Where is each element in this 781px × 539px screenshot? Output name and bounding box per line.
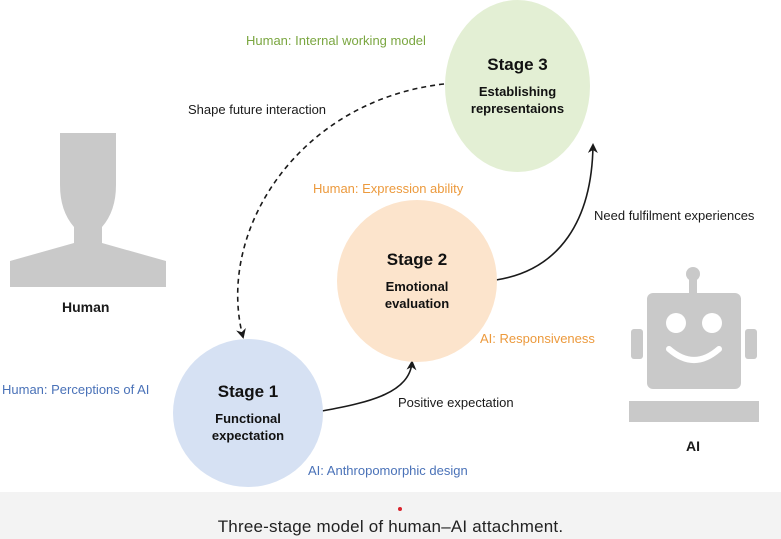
human-label: Human xyxy=(62,299,110,315)
stage-2-circle: Stage 2 Emotional evaluation xyxy=(337,200,497,362)
annotation-human-perceptions: Human: Perceptions of AI xyxy=(2,382,150,397)
caption-area xyxy=(0,492,781,539)
stage-3-subtitle-line-1: Establishing xyxy=(478,84,557,99)
ai-label: AI xyxy=(686,438,700,454)
stage-1-circle: Stage 1 Functional expectation xyxy=(173,339,323,487)
stage-3-circle: Stage 3 Establishing representaions xyxy=(445,0,590,172)
ai-robot-icon xyxy=(629,267,759,422)
stage-1-subtitle-line-1: Functional xyxy=(215,411,281,426)
arrow-stage2-to-stage3 xyxy=(495,143,598,281)
human-silhouette-icon xyxy=(10,133,166,287)
connector-layer xyxy=(236,83,598,412)
stage-2-subtitle-line-1: Emotional xyxy=(385,279,449,294)
stage-3-subtitle-line-2: representaions xyxy=(470,101,565,116)
caption-accent-dot xyxy=(398,507,402,511)
arrow-stage3-to-stage1-dashed xyxy=(236,83,445,339)
stage-3-title: Stage 3 xyxy=(487,55,548,74)
annotation-ai-anthropomorphic-design: AI: Anthropomorphic design xyxy=(308,463,468,478)
annotation-ai-responsiveness: AI: Responsiveness xyxy=(480,331,595,346)
stage-2-title: Stage 2 xyxy=(386,250,448,269)
annotation-shape-future-interaction: Shape future interaction xyxy=(188,102,327,117)
annotation-positive-expectation: Positive expectation xyxy=(398,395,514,410)
stage-2-subtitle-line-2: evaluation xyxy=(384,296,450,311)
annotation-human-internal-model: Human: Internal working model xyxy=(246,33,426,48)
stage-1-title: Stage 1 xyxy=(217,382,279,401)
arrow-stage1-to-stage2 xyxy=(321,360,417,412)
diagram-figure: Human AI Stage 3 Establishing representa… xyxy=(2,0,759,487)
stage-1-subtitle-line-2: expectation xyxy=(211,428,285,443)
annotation-human-expression-ability: Human: Expression ability xyxy=(313,181,464,196)
figure-caption: Three-stage model of human–AI attachment… xyxy=(217,517,564,536)
annotation-need-fulfilment: Need fulfilment experiences xyxy=(594,208,755,223)
